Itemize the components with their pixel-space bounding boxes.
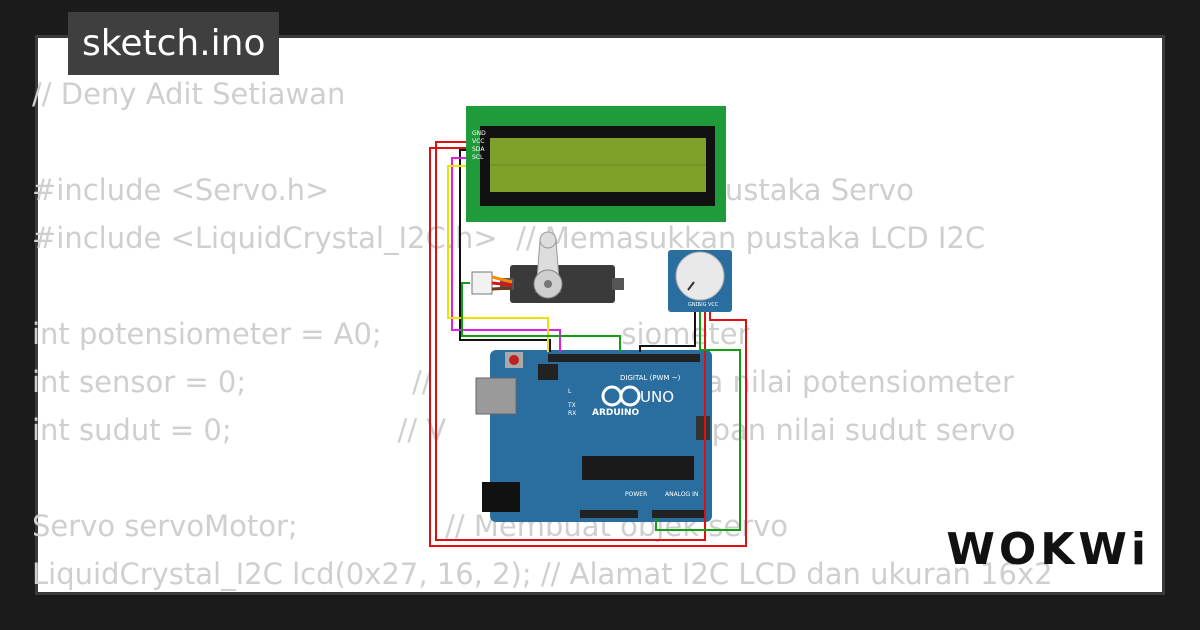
wire-gnd-lcd [459, 149, 551, 352]
lcd-module: GND VCC SDA SCL [466, 106, 726, 222]
wire-vcc [435, 141, 706, 541]
lcd-pin-vcc: VCC [472, 138, 484, 145]
digital-header [548, 354, 700, 362]
wire-servo-signal [461, 282, 621, 352]
board-model: UNO [640, 388, 674, 406]
wire-gnd-pot [639, 312, 696, 352]
wires [429, 141, 747, 547]
file-title: sketch.ino [68, 12, 280, 75]
wire-pot-vcc [429, 147, 747, 547]
on-label: ON [716, 402, 725, 409]
power-header [580, 510, 638, 518]
code-line: LiquidCrystal_I2C lcd(0x27, 16, 2); // A… [32, 557, 1053, 591]
lcd-pin-sda: SDA [472, 146, 485, 153]
lcd-pin-scl: SCL [472, 154, 484, 161]
analog-header [652, 510, 706, 518]
wokwi-logo: WOKWi [946, 524, 1150, 575]
servo-connector [471, 271, 493, 295]
usb-port [475, 377, 517, 415]
pot-pin-sig: SIG [698, 302, 707, 308]
wire-pot-signal [655, 312, 741, 531]
digital-label: DIGITAL (PWM ~) [620, 374, 681, 382]
l-label: L [568, 388, 572, 395]
reset-button [509, 355, 519, 365]
board-brand: ARDUINO [592, 408, 640, 418]
code-line: #include <LiquidCrystal_I2C.h> // Memasu… [32, 221, 986, 255]
pot-knob [675, 251, 725, 301]
wire-sda [451, 157, 561, 352]
atmega-chip [582, 456, 694, 480]
power-label: POWER [625, 491, 647, 498]
code-line: // Deny Adit Setiawan [32, 77, 346, 111]
pot-pin-vcc: VCC [708, 302, 719, 308]
wire-scl [447, 165, 549, 352]
tx-label: TX [567, 402, 576, 409]
arduino-uno: UNO ARDUINO DIGITAL (PWM ~) POWER ANALOG… [475, 350, 725, 522]
pot-pin-gnd: GND [688, 302, 700, 308]
servo-motor [471, 231, 624, 303]
rx-label: RX [568, 410, 576, 417]
potentiometer: GND SIG VCC [668, 250, 732, 312]
power-jack [482, 482, 520, 512]
lcd-pin-gnd: GND [472, 130, 486, 137]
analog-label: ANALOG IN [665, 491, 698, 498]
